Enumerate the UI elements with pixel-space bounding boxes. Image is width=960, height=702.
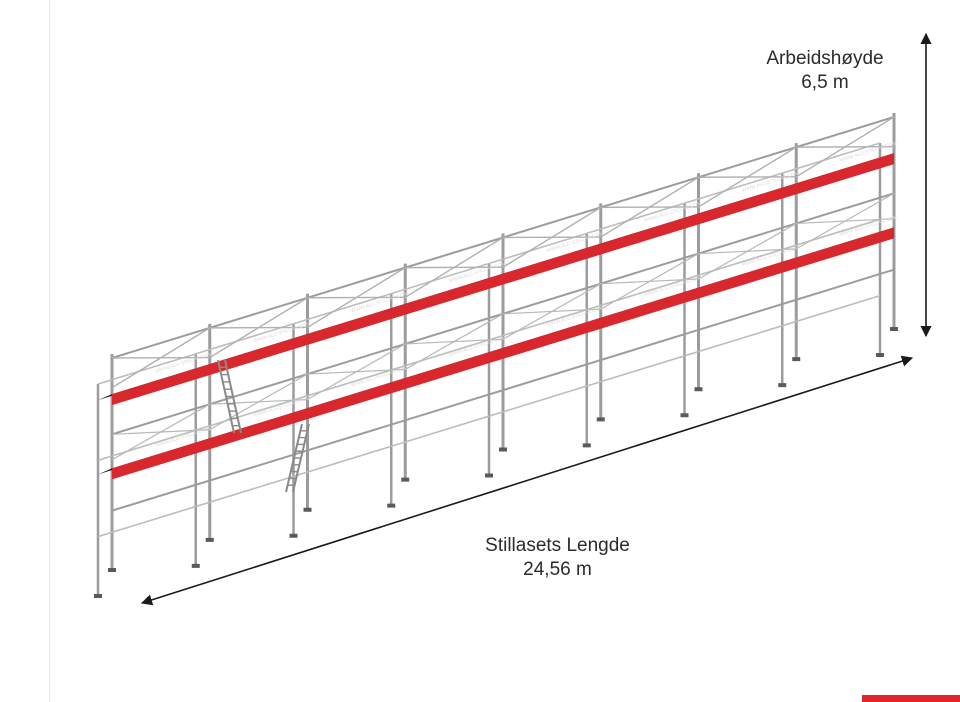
scaffold-base-plate — [694, 387, 703, 392]
scaffold-ladder — [285, 423, 310, 493]
scaffold-deck-toeboard — [112, 153, 894, 406]
scaffold-diagonal-brace — [502, 206, 602, 268]
scaffold-base-plate — [191, 563, 200, 568]
scaffold-base-plate — [401, 477, 410, 482]
scaffold-base-plate — [582, 443, 591, 448]
scaffold-base-plate — [792, 357, 801, 362]
scaffold-diagonal-brace — [209, 297, 308, 359]
scaffold-base-plate — [596, 417, 605, 422]
length-dimension-arrow — [140, 355, 914, 606]
scaffold-diagonal-brace — [698, 222, 797, 280]
scaffold-base-plate — [485, 473, 493, 478]
length-dimension-label: Stillasets Lengde 24,56 m — [460, 534, 655, 582]
left-divider-line — [49, 0, 50, 702]
scaffold-diagonal-brace — [600, 176, 699, 238]
scaffold-base-plate — [108, 568, 116, 572]
scaffold-diagonal-brace — [698, 146, 797, 208]
length-dimension-value: 24,56 m — [523, 559, 592, 580]
scaffold-base-plate — [778, 383, 787, 388]
scaffold-base-plate — [289, 533, 298, 538]
height-dimension-value: 6,5 m — [801, 72, 849, 93]
scaffold-base-plate — [387, 503, 396, 508]
scaffold-base-plate — [205, 537, 214, 542]
length-dimension-title: Stillasets Lengde — [485, 535, 630, 556]
scaffold-diagonal-brace — [502, 283, 602, 340]
scaffold-base-plate — [680, 413, 689, 418]
scaffold-base-plate — [890, 327, 898, 331]
scaffold-diagonal-brace — [795, 116, 895, 178]
height-dimension-title: Arbeidshøyde — [766, 48, 884, 69]
scaffold-diagonal-brace — [404, 236, 504, 298]
scaffold-diagonal-brace — [600, 253, 699, 310]
height-dimension-label: Arbeidshøyde 6,5 m — [745, 47, 905, 95]
scaffold-base-plate — [499, 447, 507, 452]
scaffold-base-plate — [876, 353, 884, 357]
scaffold-rear-rail — [97, 142, 881, 385]
scaffold-base-plate — [94, 594, 102, 598]
scaffold-diagonal-brace — [795, 192, 895, 250]
brand-accent-bar — [862, 695, 960, 702]
scaffold-decks: WWW.ALU.STILLAS.COMWWW.ALU.STILLAS.COMWW… — [98, 140, 898, 480]
scaffold-base-plate — [303, 507, 312, 512]
scaffold-diagonal-brace — [307, 267, 406, 329]
